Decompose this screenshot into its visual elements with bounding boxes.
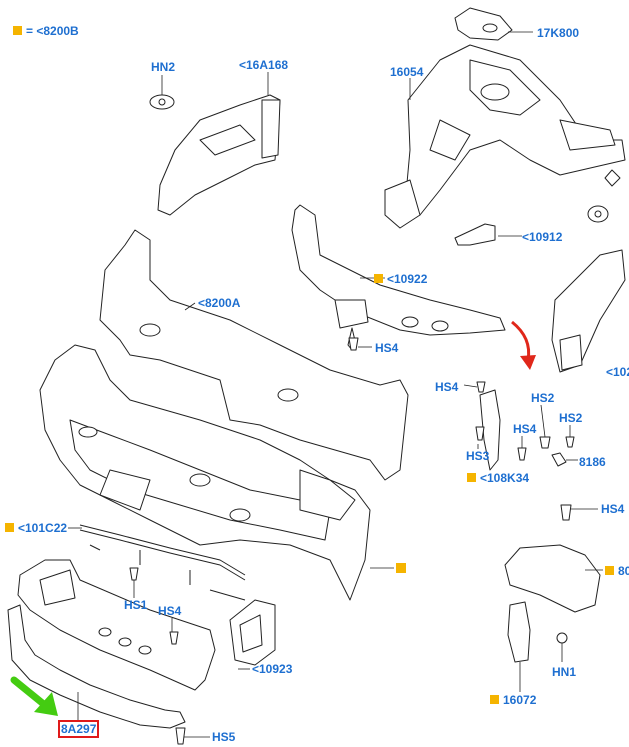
part-8200a-support bbox=[39, 229, 409, 601]
red-arrow-icon bbox=[511, 320, 536, 370]
callout-16072-text: 16072 bbox=[503, 693, 537, 707]
marker-square bbox=[490, 695, 499, 704]
highlighted-part-label: 8A297 bbox=[57, 720, 100, 738]
callout-hs4-mid[interactable]: HS4 bbox=[375, 341, 399, 355]
part-10922-member bbox=[291, 204, 506, 351]
part-hn2-nut bbox=[149, 94, 175, 110]
callout-108k34-text: <108K34 bbox=[480, 471, 530, 485]
callout-hs4-low[interactable]: HS4 bbox=[158, 604, 182, 618]
callout-16054[interactable]: 16054 bbox=[390, 65, 424, 79]
callout-80-clipped[interactable]: 80 bbox=[605, 564, 629, 578]
marker-square bbox=[396, 563, 406, 573]
callout-hs4-right[interactable]: HS4 bbox=[435, 380, 459, 394]
callout-80-text: 80 bbox=[618, 564, 629, 578]
callout-hn1[interactable]: HN1 bbox=[552, 665, 577, 679]
part-10912-bracket bbox=[454, 223, 496, 246]
part-101c22-seal bbox=[79, 524, 246, 601]
callout-16072[interactable]: 16072 bbox=[490, 693, 536, 707]
callout-102-clipped[interactable]: <102 bbox=[606, 365, 629, 379]
callout-17k800[interactable]: 17K800 bbox=[537, 26, 580, 40]
callout-108k34[interactable]: <108K34 bbox=[467, 471, 529, 485]
part-16072-bracket bbox=[507, 601, 531, 663]
part-grommet bbox=[587, 169, 621, 223]
callout-hs1[interactable]: HS1 bbox=[124, 598, 148, 612]
callout-101c22[interactable]: <101C22 bbox=[5, 521, 67, 535]
callout-10922[interactable]: <10922 bbox=[374, 272, 427, 286]
part-16a168-bracket bbox=[157, 94, 281, 216]
callout-101c22-text: <101C22 bbox=[18, 521, 68, 535]
part-clip-right bbox=[551, 249, 626, 373]
callout-hs4-small[interactable]: HS4 bbox=[513, 422, 537, 436]
callout-10912[interactable]: <10912 bbox=[522, 230, 563, 244]
marker-square bbox=[605, 566, 614, 575]
leader-lines bbox=[68, 31, 603, 738]
marker-square bbox=[374, 274, 383, 283]
part-17k800-bracket bbox=[454, 7, 513, 41]
callout-8186[interactable]: 8186 bbox=[579, 455, 606, 469]
part-bumper-beam bbox=[17, 559, 216, 691]
callout-8200a[interactable]: <8200A bbox=[198, 296, 241, 310]
callout-hn2[interactable]: HN2 bbox=[151, 60, 176, 74]
part-16054-apron bbox=[384, 44, 626, 229]
part-8a297-bar bbox=[7, 604, 186, 729]
callout-10922-text: <10922 bbox=[387, 272, 428, 286]
part-10923-crashbox bbox=[229, 599, 276, 666]
callout-hs4-far[interactable]: HS4 bbox=[601, 502, 625, 516]
legend: = <8200B bbox=[13, 24, 79, 38]
callout-16a168[interactable]: <16A168 bbox=[239, 58, 289, 72]
green-arrow-icon bbox=[10, 676, 58, 716]
callout-10923[interactable]: <10923 bbox=[252, 662, 293, 676]
callout-8a297-highlighted[interactable]: 8A297 bbox=[57, 720, 100, 738]
callout-hs2-b[interactable]: HS2 bbox=[559, 411, 583, 425]
part-800-bracket bbox=[504, 544, 601, 613]
part-108k34-bracket bbox=[479, 389, 501, 471]
callout-hs3[interactable]: HS3 bbox=[466, 449, 490, 463]
marker-square bbox=[467, 473, 476, 482]
marker-square bbox=[5, 523, 14, 532]
legend-marker bbox=[13, 26, 22, 35]
legend-text: = <8200B bbox=[26, 24, 79, 38]
callout-hs2-a[interactable]: HS2 bbox=[531, 391, 555, 405]
callout-hs5[interactable]: HS5 bbox=[212, 730, 236, 744]
fasteners bbox=[129, 337, 575, 745]
